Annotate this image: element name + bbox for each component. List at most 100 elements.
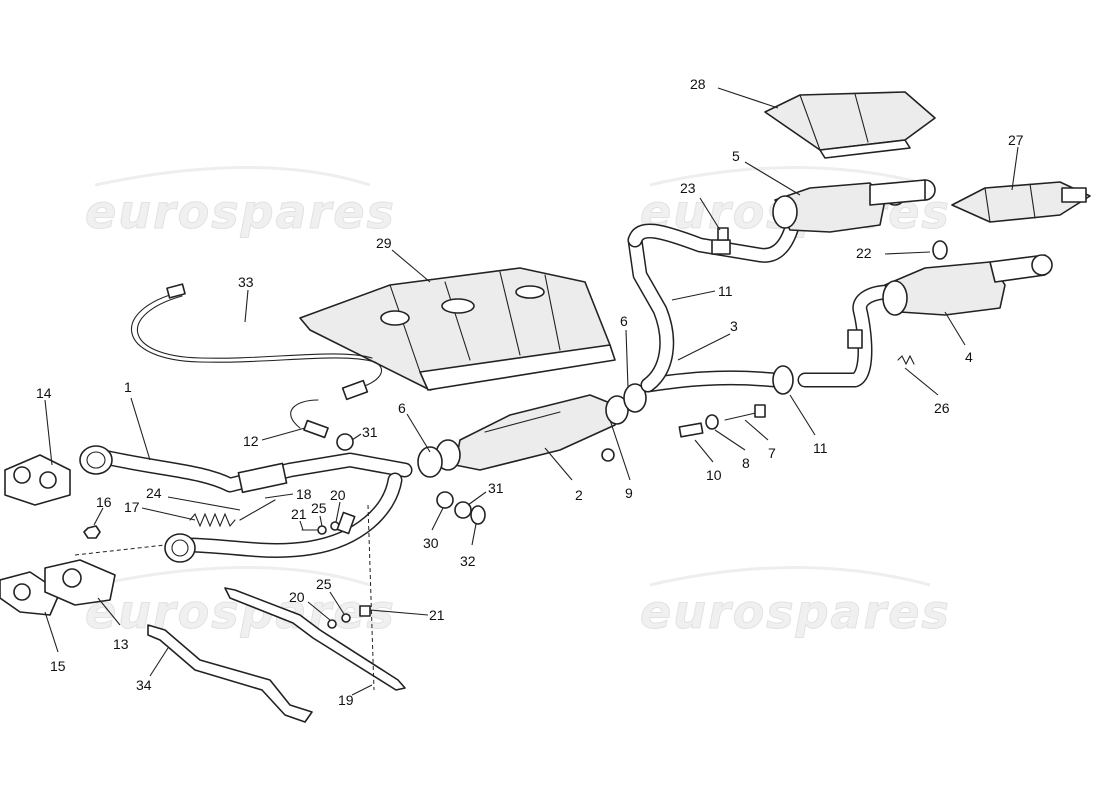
callout-30: 30 xyxy=(423,507,444,551)
svg-text:27: 27 xyxy=(1008,132,1024,148)
hardware-10-7-bolt xyxy=(678,404,766,438)
callout-21b: 21 xyxy=(369,607,445,623)
svg-text:6: 6 xyxy=(398,400,406,416)
callout-4: 4 xyxy=(944,311,973,365)
callout-6a: 6 xyxy=(398,400,431,453)
svg-text:15: 15 xyxy=(50,658,66,674)
svg-text:29: 29 xyxy=(376,235,392,251)
hardware-26-hanger xyxy=(897,354,915,366)
heat-shield-center xyxy=(299,267,616,391)
svg-text:19: 19 xyxy=(338,692,354,708)
svg-text:23: 23 xyxy=(680,180,696,196)
svg-text:32: 32 xyxy=(460,553,476,569)
svg-text:5: 5 xyxy=(732,148,740,164)
callout-7: 7 xyxy=(744,419,776,461)
reference-line xyxy=(367,504,375,691)
svg-text:22: 22 xyxy=(856,245,872,261)
svg-text:2: 2 xyxy=(575,487,583,503)
hardware-30-31-32-nuts xyxy=(336,433,615,525)
callout-18: 18 xyxy=(264,486,312,502)
hardware-16-nut xyxy=(83,525,101,539)
callout-3: 3 xyxy=(677,318,738,361)
watermark-top-left: eurospares xyxy=(85,166,396,240)
front-pipe-upper xyxy=(87,447,413,494)
svg-text:eurospares: eurospares xyxy=(640,585,951,639)
rear-pipe-left xyxy=(627,207,803,263)
callout-20b: 20 xyxy=(289,589,331,621)
callout-15: 15 xyxy=(44,611,66,674)
front-pipe-lower xyxy=(177,472,403,558)
spring-bolt xyxy=(189,499,276,528)
callout-26: 26 xyxy=(904,367,950,416)
svg-text:12: 12 xyxy=(243,433,259,449)
svg-text:24: 24 xyxy=(146,485,162,501)
heat-shield-rear xyxy=(764,91,936,159)
callout-31a: 31 xyxy=(351,424,378,441)
y-pipe xyxy=(627,232,783,393)
reference-line xyxy=(74,544,166,556)
svg-text:13: 13 xyxy=(113,636,129,652)
callout-23: 23 xyxy=(680,180,721,231)
svg-text:14: 14 xyxy=(36,385,52,401)
svg-text:25: 25 xyxy=(316,576,332,592)
callout-33: 33 xyxy=(238,274,254,323)
oxygen-sensor xyxy=(290,399,329,439)
callout-25b: 25 xyxy=(316,576,345,615)
callout-14: 14 xyxy=(36,385,53,466)
callout-6b: 6 xyxy=(620,313,629,389)
svg-text:28: 28 xyxy=(690,76,706,92)
bracket-34 xyxy=(147,624,313,723)
callout-34: 34 xyxy=(136,647,169,693)
manifold-flange-13 xyxy=(44,533,196,606)
muffler-5 xyxy=(772,179,936,233)
callout-19: 19 xyxy=(338,684,373,708)
callout-9: 9 xyxy=(609,419,633,501)
muffler-4 xyxy=(882,254,1053,316)
heat-shield-small xyxy=(951,181,1091,223)
oxygen-sensor-wire xyxy=(130,283,382,401)
svg-text:16: 16 xyxy=(96,494,112,510)
callout-32: 32 xyxy=(460,523,477,569)
svg-text:1: 1 xyxy=(124,379,132,395)
bracket-19 xyxy=(224,587,406,691)
svg-text:9: 9 xyxy=(625,485,633,501)
callout-8: 8 xyxy=(714,429,750,471)
svg-text:30: 30 xyxy=(423,535,439,551)
callout-1: 1 xyxy=(124,379,151,461)
callout-29: 29 xyxy=(376,235,431,283)
svg-text:7: 7 xyxy=(768,445,776,461)
callout-20a: 20 xyxy=(330,487,346,523)
callout-2: 2 xyxy=(544,447,583,503)
callout-25a: 25 xyxy=(311,500,327,527)
svg-text:17: 17 xyxy=(124,499,140,515)
svg-text:11: 11 xyxy=(718,283,733,299)
callout-10: 10 xyxy=(694,439,722,483)
callout-16: 16 xyxy=(93,494,112,526)
callout-21a: 21 xyxy=(291,506,307,531)
hardware-22-grommet xyxy=(932,240,948,260)
svg-text:21: 21 xyxy=(429,607,445,623)
callout-31b: 31 xyxy=(467,480,504,506)
catalytic-converter xyxy=(417,383,647,478)
svg-text:10: 10 xyxy=(706,467,722,483)
svg-text:34: 34 xyxy=(136,677,152,693)
svg-text:3: 3 xyxy=(730,318,738,334)
manifold-flange-14 xyxy=(4,445,113,506)
svg-text:eurospares: eurospares xyxy=(85,185,396,239)
callout-13: 13 xyxy=(97,597,129,652)
watermark-bottom-right: eurospares xyxy=(640,566,951,640)
callout-24: 24 xyxy=(146,485,241,511)
callout-5: 5 xyxy=(732,148,801,196)
svg-text:6: 6 xyxy=(620,313,628,329)
svg-text:33: 33 xyxy=(238,274,254,290)
watermark-bottom-left: eurospares xyxy=(85,566,394,640)
callout-27: 27 xyxy=(1008,132,1024,191)
svg-text:8: 8 xyxy=(742,455,750,471)
callout-28: 28 xyxy=(690,76,779,109)
watermark-group: eurospares eurospares eurospares eurospa… xyxy=(85,166,951,640)
svg-text:18: 18 xyxy=(296,486,312,502)
svg-text:26: 26 xyxy=(934,400,950,416)
callout-17: 17 xyxy=(124,499,196,521)
svg-text:31: 31 xyxy=(362,424,378,440)
